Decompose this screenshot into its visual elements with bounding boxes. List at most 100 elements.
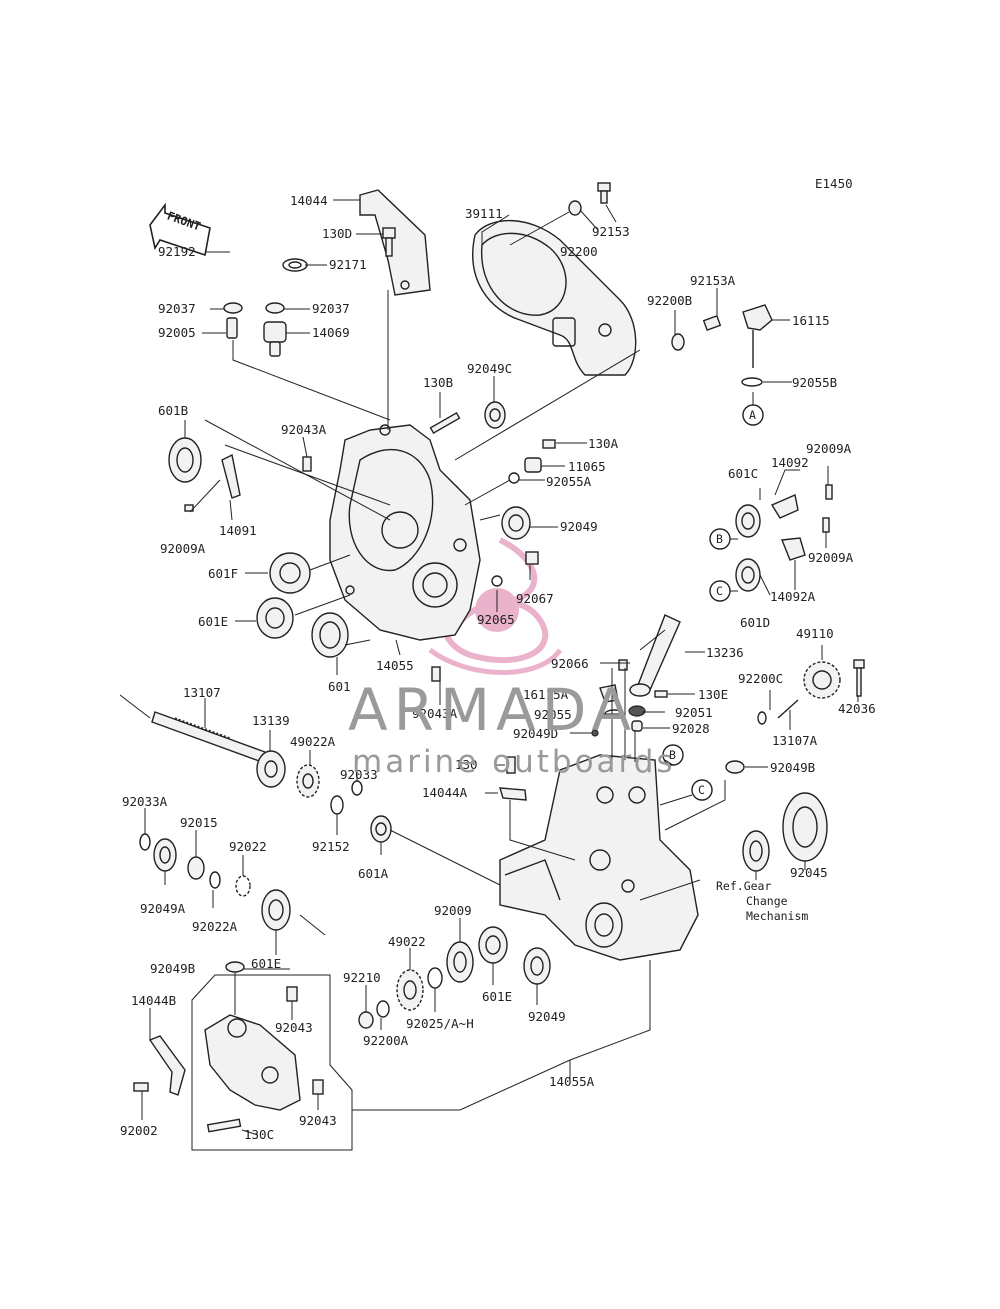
- watermark-tagline: marine outboards: [352, 744, 676, 780]
- spacer-92028: [631, 720, 643, 732]
- label-130: 130: [455, 757, 478, 772]
- callout-C-case: C: [691, 779, 713, 801]
- label-92153: 92153: [592, 224, 630, 239]
- label-92200B: 92200B: [647, 293, 692, 308]
- label-92005: 92005: [158, 325, 196, 340]
- label-92065: 92065: [477, 612, 515, 627]
- label-14044: 14044: [290, 193, 328, 208]
- pin-92066: [618, 659, 628, 671]
- label-14092A: 14092A: [770, 589, 816, 604]
- oring-92055A: [508, 472, 520, 484]
- shaft-13107A: [777, 699, 799, 719]
- washer-92015: [187, 856, 205, 880]
- label-92037-left: 92037: [158, 301, 196, 316]
- label-92009A-left: 92009A: [160, 541, 206, 556]
- label-49110: 49110: [796, 626, 834, 641]
- label-601B: 601B: [158, 403, 188, 418]
- cover-gasket-39111: [472, 219, 637, 376]
- diagram-code: E1450: [815, 176, 853, 191]
- washer-92200B: [671, 333, 685, 351]
- label-601D: 601D: [740, 615, 770, 630]
- bolt-92009A-r1: [825, 484, 833, 500]
- gear-49110: [803, 661, 841, 699]
- label-92055A: 92055A: [546, 474, 592, 489]
- pin-92043A-top: [302, 456, 312, 472]
- seal-92009: [446, 941, 474, 983]
- label-92033A: 92033A: [122, 794, 168, 809]
- label-92009A-r2: 92009A: [808, 550, 854, 565]
- watermark-text: ARMADA marine outboards: [348, 676, 676, 780]
- label-13107: 13107: [183, 685, 221, 700]
- label-92049-bottom: 92049: [528, 1009, 566, 1024]
- label-92033: 92033: [340, 767, 378, 782]
- bracket-14044: [359, 189, 431, 296]
- nut-92210: [358, 1011, 374, 1029]
- label-92066: 92066: [551, 656, 589, 671]
- seal-92049B-right: [725, 760, 745, 774]
- bolt-130B: [429, 411, 461, 435]
- bracket-14044A: [499, 787, 527, 801]
- gear-13139: [256, 750, 286, 788]
- bearing-601A: [370, 815, 392, 843]
- label-92009A-r1: 92009A: [806, 441, 852, 456]
- oring-92055B: [741, 377, 763, 387]
- bearing-601E-bottom: [478, 926, 508, 964]
- bearing-601B: [168, 437, 202, 483]
- label-601F: 601F: [208, 566, 238, 581]
- bolt-130C: [206, 1118, 242, 1133]
- callout-B-right: B: [709, 528, 731, 550]
- label-92153A: 92153A: [690, 273, 736, 288]
- svg-text:C: C: [716, 584, 723, 598]
- label-92200C: 92200C: [738, 671, 783, 686]
- label-16115: 16115: [792, 313, 830, 328]
- label-92028: 92028: [672, 721, 710, 736]
- label-92043A-mid: 92043A: [412, 706, 458, 721]
- clamp-92171: [282, 258, 308, 272]
- plate-14092: [770, 494, 799, 519]
- label-49022A: 49022A: [290, 734, 336, 749]
- shaft-13107: [119, 694, 266, 763]
- label-14091: 14091: [219, 523, 257, 538]
- label-92022A: 92022A: [192, 919, 238, 934]
- dipstick-16115: [742, 304, 773, 368]
- label-14044B: 14044B: [131, 993, 176, 1008]
- bearing-601C: [735, 504, 761, 538]
- label-16115A: 16115A: [523, 687, 569, 702]
- label-92049B-left: 92049B: [150, 961, 195, 976]
- label-92037-right: 92037: [312, 301, 350, 316]
- label-92152: 92152: [312, 839, 350, 854]
- label-13236: 13236: [706, 645, 744, 660]
- bolt-42036: [853, 659, 865, 697]
- bolt-92002: [133, 1082, 149, 1092]
- part-labels: 14044 130D 92192 92171 92037 92037 92005…: [120, 193, 876, 1142]
- label-92049B-right: 92049B: [770, 760, 815, 775]
- breather-14069: [263, 321, 287, 357]
- label-92051: 92051: [675, 705, 713, 720]
- bracket-14091: [221, 453, 241, 499]
- label-92022: 92022: [229, 839, 267, 854]
- gear-49022: [396, 969, 424, 1011]
- label-14055: 14055: [376, 658, 414, 673]
- pin-92043-b: [312, 1079, 324, 1095]
- washer-92200C: [757, 711, 767, 725]
- label-92049A: 92049A: [140, 901, 186, 916]
- plate-14092A: [781, 537, 806, 561]
- callout-A-top: A: [742, 404, 764, 426]
- label-92045: 92045: [790, 865, 828, 880]
- seal-92051: [628, 705, 646, 717]
- bolt-92009A-r2: [822, 517, 830, 533]
- ring-92033A: [139, 833, 151, 851]
- label-601E-bottom: 601E: [482, 989, 512, 1004]
- fitting-92005: [226, 317, 238, 339]
- watermark-brand: ARMADA: [348, 676, 637, 744]
- bolt-92153: [597, 182, 611, 204]
- plug-16115A: [599, 684, 619, 703]
- label-14069: 14069: [312, 325, 350, 340]
- label-39111: 39111: [465, 206, 503, 221]
- label-92025: 92025/A~H: [406, 1016, 474, 1031]
- label-92002: 92002: [120, 1123, 158, 1138]
- label-92055B: 92055B: [792, 375, 837, 390]
- bolt-130D: [382, 227, 396, 257]
